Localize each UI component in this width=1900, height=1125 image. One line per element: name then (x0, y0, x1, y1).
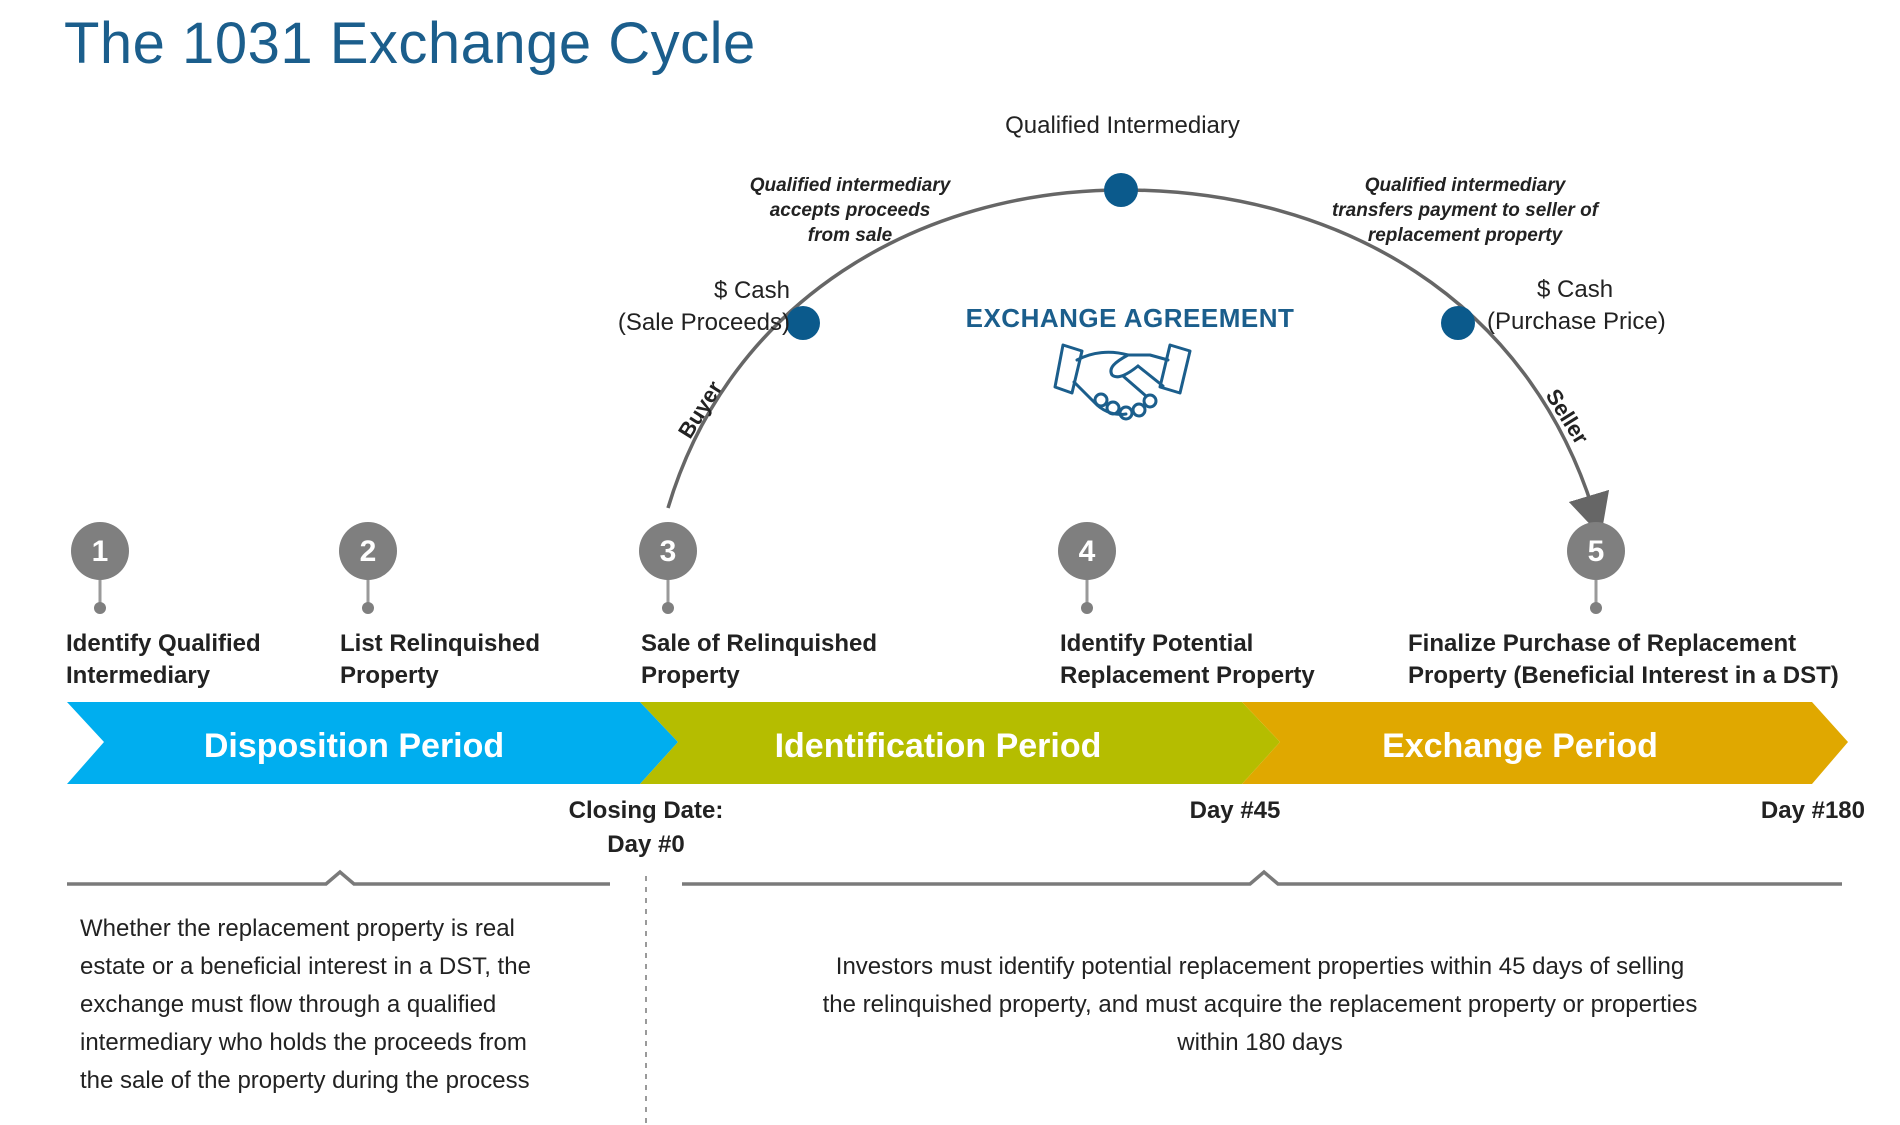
deadline-note-line-3: within 180 days (1177, 1029, 1343, 1056)
step-4-circle (1058, 522, 1116, 580)
step-2-dot (362, 602, 374, 614)
step-5-label-line-2: Property (Beneficial Interest in a DST) (1408, 662, 1839, 689)
deadline-note-line-2: the relinquished property, and must acqu… (822, 991, 1698, 1018)
note-left-line-3: from sale (807, 225, 893, 246)
step-3-circle (639, 522, 697, 580)
step-2-label-line-1: List Relinquished (340, 630, 541, 657)
node-cash-purchase (1441, 306, 1475, 340)
intermediary-note-line-4: intermediary who holds the proceeds from (80, 1029, 527, 1056)
closing-date-line-2: Day #0 (607, 831, 685, 858)
cash-sale-amount: $ Cash (713, 277, 790, 304)
node-intermediary (1104, 173, 1138, 207)
step-1-label: Identify Qualified Intermediary (66, 628, 261, 692)
deadline-note: Investors must identify potential replac… (700, 948, 1820, 1062)
step-5-label: Finalize Purchase of Replacement Propert… (1408, 628, 1839, 692)
step-4-dot (1081, 602, 1093, 614)
step-3-number: 3 (660, 535, 677, 568)
step-2-circle (339, 522, 397, 580)
step-5-circle (1567, 522, 1625, 580)
period-identification: Identification Period (774, 727, 1102, 765)
step-2-label: List Relinquished Property (340, 628, 540, 692)
page-title: The 1031 Exchange Cycle (64, 11, 756, 76)
step-3-label-line-2: Property (641, 662, 740, 689)
cash-sale-desc: (Sale Proceeds) (617, 309, 790, 336)
step-3-dot (662, 602, 674, 614)
step-markers (71, 522, 1625, 614)
intermediary-note-line-3: exchange must flow through a qualified (80, 991, 497, 1018)
step-5-dot (1590, 602, 1602, 614)
intermediary-note-line-5: the sale of the property during the proc… (80, 1067, 530, 1094)
identification-band (640, 702, 1280, 784)
note-right-line-1: Qualified intermediary (1364, 175, 1566, 196)
cash-purchase-desc: (Purchase Price) (1487, 308, 1666, 335)
note-left-line-2: accepts proceeds (769, 200, 931, 221)
step-4-label-line-1: Identify Potential (1060, 630, 1254, 657)
intermediary-note-line-1: Whether the replacement property is real (80, 915, 515, 942)
exchange-band (1242, 702, 1848, 784)
disposition-band (67, 702, 678, 784)
step-1-label-line-1: Identify Qualified (66, 630, 261, 657)
cash-purchase-label: $ Cash (Purchase Price) (1487, 274, 1687, 338)
closing-date-label: Closing Date: Day #0 (546, 794, 746, 862)
note-right-line-3: replacement property (1367, 225, 1563, 246)
intermediary-label: Qualified Intermediary (1000, 110, 1245, 142)
step-1-label-line-2: Intermediary (66, 662, 211, 689)
step-3-label-line-1: Sale of Relinquished (641, 630, 878, 657)
note-transfers-payment: Qualified intermediary transfers payment… (1300, 173, 1630, 248)
period-disposition: Disposition Period (203, 727, 505, 765)
exchange-agreement-label: EXCHANGE AGREEMENT (965, 303, 1295, 333)
period-exchange: Exchange Period (1382, 727, 1658, 765)
bracket-right (682, 869, 1842, 886)
note-accepts-proceeds: Qualified intermediary accepts proceeds … (720, 173, 980, 248)
node-cash-sale (786, 306, 820, 340)
day-45-label: Day #45 (1189, 797, 1281, 824)
cash-purchase-amount: $ Cash (1537, 276, 1614, 303)
intermediary-note: Whether the replacement property is real… (80, 910, 620, 1100)
handshake-icon (1053, 343, 1192, 421)
step-1-number: 1 (92, 535, 109, 568)
seller-label: Seller (1541, 384, 1594, 448)
step-5-number: 5 (1588, 535, 1605, 568)
deadline-note-line-1: Investors must identify potential replac… (835, 953, 1685, 980)
intermediary-note-line-2: estate or a beneficial interest in a DST… (80, 953, 531, 980)
note-right-line-2: transfers payment to seller of (1331, 200, 1599, 221)
step-1-dot (94, 602, 106, 614)
closing-date-line-1: Closing Date: (568, 797, 724, 824)
step-2-number: 2 (360, 535, 377, 568)
step-3-label: Sale of Relinquished Property (641, 628, 877, 692)
step-5-label-line-1: Finalize Purchase of Replacement (1408, 630, 1797, 657)
step-4-number: 4 (1079, 535, 1096, 568)
step-4-label-line-2: Replacement Property (1060, 662, 1315, 689)
step-4-label: Identify Potential Replacement Property (1060, 628, 1315, 692)
cash-sale-label: $ Cash (Sale Proceeds) (590, 275, 790, 339)
intermediary-text: Qualified Intermediary (1005, 112, 1240, 139)
day-180-label: Day #180 (1760, 797, 1865, 824)
buyer-label: Buyer (673, 376, 727, 443)
note-left-line-1: Qualified intermediary (749, 175, 951, 196)
bracket-left (67, 869, 610, 886)
step-2-label-line-2: Property (340, 662, 439, 689)
step-1-circle (71, 522, 129, 580)
